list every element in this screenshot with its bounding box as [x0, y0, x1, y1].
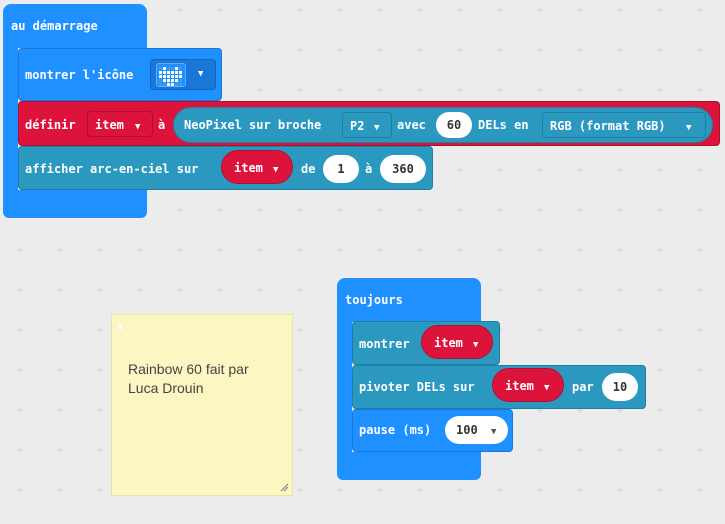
forever-hat[interactable]	[337, 278, 481, 322]
to-label: à	[158, 118, 166, 132]
resize-handle-icon[interactable]	[279, 482, 289, 492]
on-start-arm	[3, 40, 18, 180]
on-start-label: au démarrage	[11, 19, 98, 33]
pause-label: pause (ms)	[359, 423, 432, 437]
rainbow-variable-dropdown[interactable]: item ▼	[221, 150, 293, 184]
show-label: montrer	[359, 337, 410, 351]
collapse-comment-icon[interactable]: ▼	[118, 323, 124, 333]
rotate-label: pivoter DELs sur	[359, 380, 475, 394]
pause-duration-dropdown[interactable]: 100 ▼	[445, 416, 508, 444]
chevron-down-icon: ▼	[491, 427, 497, 437]
by-label: par	[572, 380, 594, 394]
show-variable-dropdown[interactable]: item ▼	[421, 325, 493, 359]
chevron-down-icon: ▼	[135, 122, 141, 132]
set-label: définir	[25, 118, 76, 132]
forever-arm	[337, 315, 352, 465]
chevron-down-icon: ▼	[374, 123, 380, 133]
on-start-hat[interactable]	[3, 4, 147, 48]
pin-dropdown[interactable]: P2 ▼	[342, 112, 392, 138]
icon-picker[interactable]: ▼	[150, 59, 216, 90]
workspace-comment[interactable]: ▼ Rainbow 60 fait par Luca Drouin	[111, 314, 293, 496]
chevron-down-icon: ▼	[686, 123, 692, 133]
comment-text[interactable]: Rainbow 60 fait par Luca Drouin	[128, 361, 249, 396]
forever-label: toujours	[345, 293, 403, 307]
variable-dropdown[interactable]: item ▼	[87, 111, 153, 137]
on-start-footer	[3, 190, 147, 218]
chevron-down-icon[interactable]: ▼	[198, 69, 204, 79]
neopixel-label: NeoPixel sur broche	[184, 118, 322, 132]
chevron-down-icon: ▼	[273, 165, 279, 175]
rotate-offset-input[interactable]: 10	[602, 373, 638, 401]
from-label: de	[301, 162, 316, 176]
show-icon-label: montrer l'icône	[25, 68, 134, 82]
rainbow-from-input[interactable]: 1	[323, 155, 359, 183]
rotate-variable-dropdown[interactable]: item ▼	[492, 368, 564, 402]
rainbow-to-input[interactable]: 360	[380, 155, 426, 183]
leds-label: DELs en	[478, 118, 529, 132]
chevron-down-icon: ▼	[473, 340, 479, 350]
heart-icon	[156, 63, 186, 87]
rainbow-to-label: à	[365, 162, 373, 176]
with-label: avec	[397, 118, 426, 132]
rainbow-label: afficher arc-en-ciel sur	[25, 162, 199, 176]
mode-dropdown[interactable]: RGB (format RGB) ▼	[542, 112, 706, 138]
chevron-down-icon: ▼	[544, 383, 550, 393]
led-count-input[interactable]: 60	[436, 112, 472, 138]
forever-footer	[337, 452, 481, 480]
